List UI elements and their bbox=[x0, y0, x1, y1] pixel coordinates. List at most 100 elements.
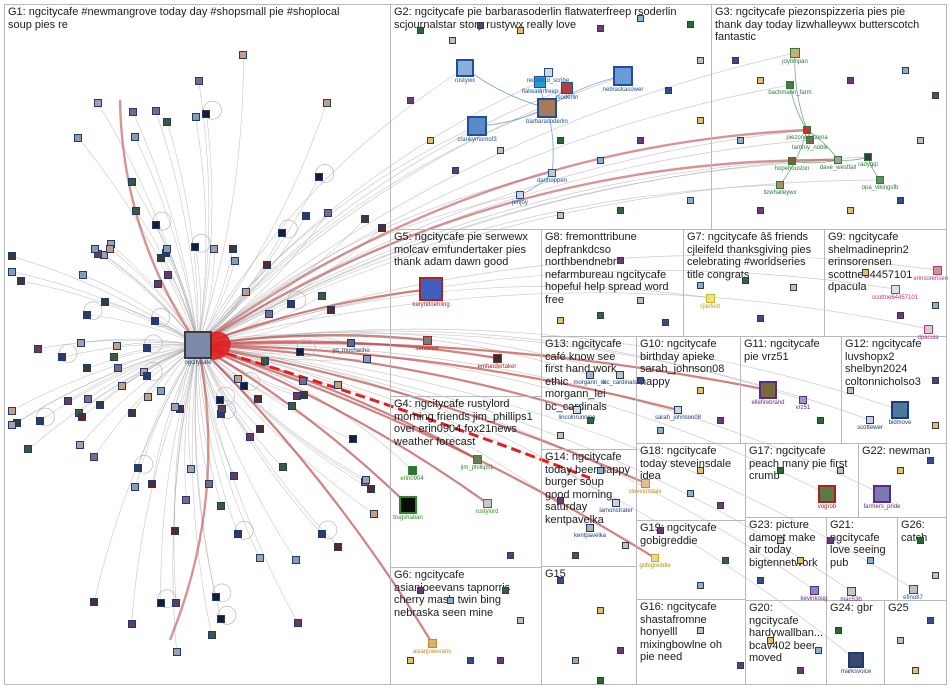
graph-node[interactable] bbox=[736, 136, 744, 144]
g1-node[interactable] bbox=[157, 254, 166, 263]
node-scottne64457101[interactable] bbox=[890, 284, 900, 294]
g1-node[interactable] bbox=[362, 354, 371, 363]
g1-node[interactable] bbox=[246, 432, 255, 441]
graph-node[interactable] bbox=[796, 666, 804, 674]
graph-node[interactable] bbox=[846, 386, 854, 394]
graph-node[interactable] bbox=[814, 646, 822, 654]
graph-node[interactable] bbox=[926, 616, 934, 624]
graph-node[interactable] bbox=[846, 76, 854, 84]
g1-node[interactable] bbox=[82, 310, 91, 319]
g1-node[interactable] bbox=[89, 453, 98, 462]
graph-node[interactable] bbox=[416, 586, 424, 594]
g1-node[interactable] bbox=[286, 300, 295, 309]
g1-node[interactable] bbox=[261, 356, 270, 365]
g1-node[interactable] bbox=[148, 480, 157, 489]
g1-node[interactable] bbox=[278, 229, 287, 238]
graph-node[interactable] bbox=[766, 636, 774, 644]
graph-node[interactable] bbox=[826, 536, 834, 544]
node-gobigreddie[interactable] bbox=[651, 554, 659, 562]
graph-node[interactable] bbox=[731, 56, 739, 64]
g1-node[interactable] bbox=[230, 256, 239, 265]
g1-node[interactable] bbox=[292, 391, 301, 400]
g1-node[interactable] bbox=[77, 338, 86, 347]
g1-node[interactable] bbox=[113, 363, 122, 372]
g1-node[interactable] bbox=[361, 214, 370, 223]
g1-node[interactable] bbox=[334, 381, 343, 390]
g1-node[interactable] bbox=[78, 413, 87, 422]
node-kevinkoug[interactable] bbox=[809, 585, 819, 595]
graph-node[interactable] bbox=[448, 36, 456, 44]
node-redcloud-scribe[interactable] bbox=[543, 67, 553, 77]
graph-node[interactable] bbox=[556, 431, 564, 439]
g1-node[interactable] bbox=[83, 364, 92, 373]
g1-node[interactable] bbox=[127, 177, 136, 186]
g1-node[interactable] bbox=[156, 598, 165, 607]
node-flatwaterfreep[interactable] bbox=[534, 76, 546, 88]
g1-node[interactable] bbox=[240, 381, 249, 390]
graph-node[interactable] bbox=[756, 314, 764, 322]
g1-node[interactable] bbox=[76, 440, 85, 449]
g1-node[interactable] bbox=[33, 344, 42, 353]
graph-node[interactable] bbox=[866, 556, 874, 564]
graph-node[interactable] bbox=[896, 196, 904, 204]
node-rustylord[interactable] bbox=[482, 498, 492, 508]
node-yo-muchacho[interactable] bbox=[347, 339, 355, 347]
node-emfundertaker[interactable] bbox=[492, 353, 502, 363]
node-scottewer[interactable] bbox=[866, 416, 874, 424]
g1-node[interactable] bbox=[58, 353, 67, 362]
graph-node[interactable] bbox=[426, 136, 434, 144]
graph-node[interactable] bbox=[816, 416, 824, 424]
g1-node[interactable] bbox=[117, 382, 126, 391]
graph-node[interactable] bbox=[451, 166, 459, 174]
graph-node[interactable] bbox=[446, 596, 454, 604]
g1-node[interactable] bbox=[74, 133, 83, 142]
g1-node[interactable] bbox=[8, 421, 16, 430]
graph-node[interactable] bbox=[661, 318, 669, 326]
g1-node[interactable] bbox=[215, 396, 224, 405]
g1-node[interactable] bbox=[287, 401, 296, 410]
graph-node[interactable] bbox=[916, 136, 924, 144]
graph-node[interactable] bbox=[656, 526, 664, 534]
g1-node[interactable] bbox=[8, 252, 16, 261]
node-dpacula[interactable] bbox=[923, 324, 933, 334]
g1-node[interactable] bbox=[302, 211, 311, 220]
node-steveinsdale[interactable] bbox=[640, 478, 650, 488]
g1-node[interactable] bbox=[291, 556, 300, 565]
graph-node[interactable] bbox=[571, 551, 579, 559]
g1-node[interactable] bbox=[128, 409, 137, 418]
g1-node[interactable] bbox=[112, 342, 121, 351]
node-jim-phillips1[interactable] bbox=[472, 454, 482, 464]
g1-node[interactable] bbox=[171, 403, 180, 412]
node-lizwhalleywx[interactable] bbox=[776, 181, 784, 189]
node-lamonstrater[interactable] bbox=[612, 499, 620, 507]
g1-node[interactable] bbox=[253, 394, 262, 403]
graph-node[interactable] bbox=[896, 636, 904, 644]
graph-node[interactable] bbox=[716, 416, 724, 424]
graph-node[interactable] bbox=[696, 626, 704, 634]
node-lincolnrunning[interactable] bbox=[573, 406, 581, 414]
graph-node[interactable] bbox=[636, 296, 644, 304]
g1-node[interactable] bbox=[191, 113, 200, 122]
graph-node[interactable] bbox=[931, 571, 939, 579]
g1-node[interactable] bbox=[143, 343, 152, 352]
graph-node[interactable] bbox=[716, 501, 724, 509]
node-dave-westfall[interactable] bbox=[834, 156, 842, 164]
g1-node[interactable] bbox=[278, 463, 287, 472]
g1-node[interactable] bbox=[78, 271, 87, 280]
node-nebraskasower[interactable] bbox=[613, 66, 633, 86]
graph-node[interactable] bbox=[931, 301, 939, 309]
g1-node[interactable] bbox=[172, 648, 181, 657]
node-erin0904[interactable] bbox=[407, 465, 417, 475]
g1-node[interactable] bbox=[186, 465, 195, 474]
graph-node[interactable] bbox=[686, 489, 694, 497]
graph-node[interactable] bbox=[686, 20, 694, 28]
g1-node[interactable] bbox=[207, 630, 216, 639]
node-opa-vikingsfb[interactable] bbox=[876, 176, 884, 184]
graph-node[interactable] bbox=[586, 416, 594, 424]
graph-node[interactable] bbox=[571, 656, 579, 664]
graph-node[interactable] bbox=[696, 581, 704, 589]
g1-node[interactable] bbox=[378, 224, 386, 233]
node-rsoderlin[interactable] bbox=[561, 82, 573, 94]
node-bc-cardinals[interactable] bbox=[616, 371, 624, 379]
graph-node[interactable] bbox=[596, 466, 604, 474]
